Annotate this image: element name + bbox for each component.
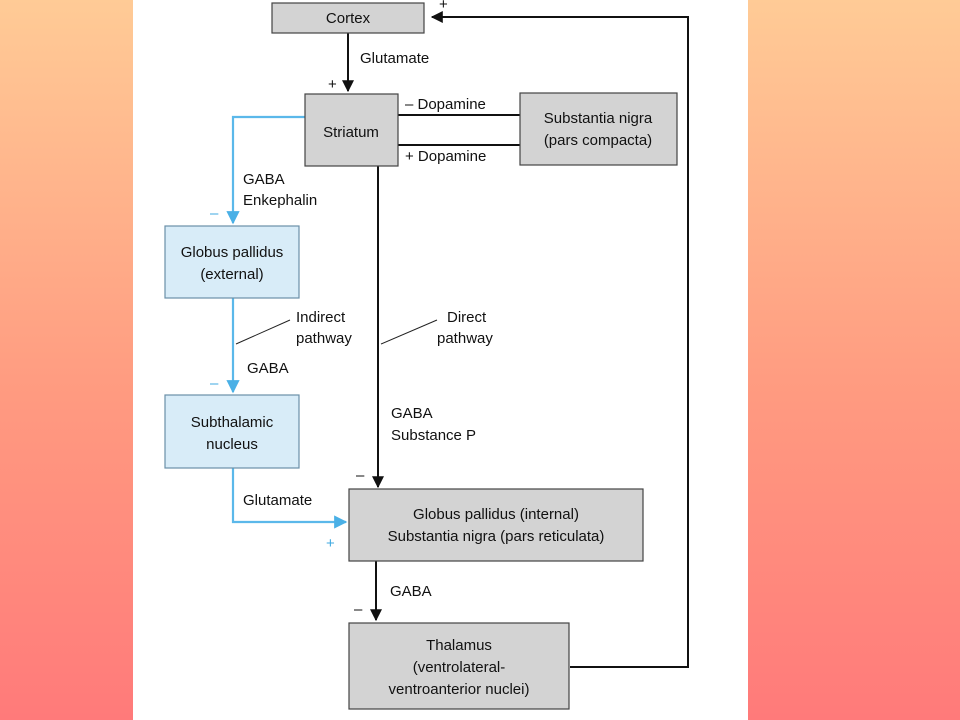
node-label-line2: (pars compacta) [544,132,652,149]
plus-sign-cortex-input: + [439,0,448,13]
node-label-line1: Globus pallidus (internal) [413,506,579,523]
node-label-line1: Subthalamic [191,414,274,431]
indirect-pathway-leader [235,319,291,345]
gaba-label-thalamus: GABA [390,583,432,600]
gaba-label-gpe: GABA [243,171,285,188]
node-label: Striatum [323,124,379,141]
node-label-line1: Globus pallidus [181,244,284,261]
gaba-label-stn: GABA [247,360,289,377]
thalamus-node: Thalamus (ventrolateral- ventroanterior … [348,622,570,710]
striatum-to-gpe-arrow [226,115,318,225]
direct-pathway-leader [380,319,438,345]
cortex-node: Cortex [271,2,425,34]
direct-label-line2: pathway [437,330,493,347]
minus-sign-gpe-input: – [210,205,219,222]
node-label-line2: (external) [200,266,263,283]
substance-p-label: Substance P [391,427,476,444]
globus-pallidus-external-node: Globus pallidus (external) [164,225,300,299]
node-label-line2: Substantia nigra (pars reticulata) [388,528,605,545]
node-label-line1: Thalamus [426,637,492,654]
minus-sign-gpi-direct: – [356,467,365,484]
striatum-node: Striatum [304,93,399,167]
gaba-label-direct: GABA [391,405,433,422]
stn-to-gpi-arrow [231,468,348,529]
minus-sign-thalamus-input: – [354,601,363,618]
node-label-line3: ventroanterior nuclei) [389,681,530,698]
gp-internal-snr-node: Globus pallidus (internal) Substantia ni… [348,488,644,562]
indirect-label-line1: Indirect [296,309,346,326]
glutamate-label-stn: Glutamate [243,492,312,509]
node-label-line2: nucleus [206,436,258,453]
subthalamic-nucleus-node: Subthalamic nucleus [164,394,300,469]
indirect-label-line2: pathway [296,330,352,347]
minus-dopamine-label: – Dopamine [405,96,486,113]
plus-sign-gpi-input: + [326,535,335,552]
node-label-line1: Substantia nigra [544,110,653,127]
glutamate-label-cortex: Glutamate [360,50,429,67]
plus-sign-striatum-input: + [328,76,337,93]
node-label: Cortex [326,10,371,27]
minus-sign-stn-input: – [210,375,219,392]
thalamus-to-cortex-arrow [430,11,689,668]
substantia-nigra-compacta-node: Substantia nigra (pars compacta) [519,92,678,166]
enkephalin-label: Enkephalin [243,192,317,209]
direct-label-line1: Direct [447,309,487,326]
plus-dopamine-label: + Dopamine [405,148,486,165]
node-label-line2: (ventrolateral- [413,659,506,676]
